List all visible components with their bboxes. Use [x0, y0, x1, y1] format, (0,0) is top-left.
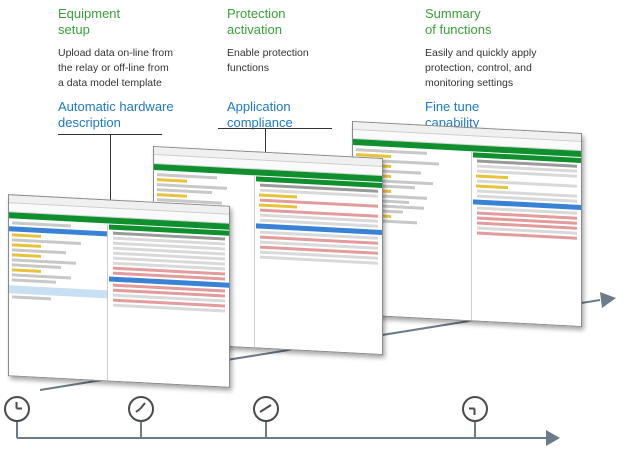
description: Enable protection functions — [227, 47, 309, 74]
description: Easily and quickly apply protection, con… — [425, 47, 537, 89]
column-summary-of-functions: Summary of functions Easily and quickly … — [425, 6, 555, 131]
column-protection-activation: Protection activation Enable protection … — [227, 6, 347, 131]
green-heading: Summary of functions — [425, 6, 492, 37]
blue-heading: Application compliance — [227, 99, 293, 130]
leader-line — [110, 134, 111, 207]
clock-icon — [128, 396, 154, 422]
arrow-right-icon — [600, 292, 616, 308]
clock-icon — [462, 396, 488, 422]
leader-line — [265, 128, 266, 168]
blue-heading: Automatic hardware description — [58, 99, 174, 130]
divider-rule — [218, 128, 332, 129]
description: Upload data on-line from the relay or of… — [58, 47, 173, 89]
green-heading: Equipment setup — [58, 6, 121, 37]
green-heading: Protection activation — [227, 6, 286, 37]
column-equipment-setup: Equipment setup Upload data on-line from… — [58, 6, 188, 131]
clock-icon — [4, 396, 30, 422]
clock-icon — [253, 396, 279, 422]
arrow-right-icon — [546, 430, 560, 446]
